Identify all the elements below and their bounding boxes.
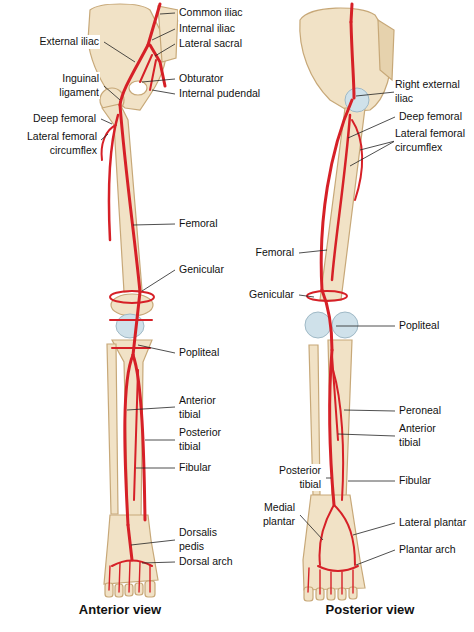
artery-label: Obturator (178, 72, 224, 86)
artery-label: Peroneal (398, 404, 442, 418)
artery-label: Plantar arch (398, 543, 457, 557)
view-caption: Posterior view (325, 602, 416, 619)
artery-label: Internal pudendal (178, 87, 261, 101)
artery-label: Posterior tibial (266, 464, 322, 491)
artery-label: Fibular (398, 474, 432, 488)
artery-label: Lateral plantar (398, 516, 467, 530)
artery-label: Genicular (248, 288, 295, 302)
artery-label: Anterior tibial (398, 422, 452, 449)
artery-label: Femoral (254, 246, 295, 260)
artery-label: Lateral femoral circumflex (394, 127, 470, 154)
artery-label: Common iliac (178, 6, 244, 20)
artery-label: Medial plantar (248, 501, 296, 528)
artery-label: Genicular (178, 263, 225, 277)
artery-label: Popliteal (398, 319, 440, 333)
artery-label: Internal iliac (178, 22, 236, 36)
artery-label: Fibular (178, 461, 212, 475)
artery-label: External iliac (38, 35, 100, 49)
artery-label: Femoral (178, 217, 219, 231)
artery-label: Lateral femoral circumflex (16, 130, 98, 157)
artery-label: Deep femoral (398, 110, 463, 124)
artery-label: Popliteal (178, 346, 220, 360)
artery-label: Deep femoral (32, 112, 97, 126)
artery-label: Anterior tibial (178, 394, 232, 421)
artery-label: Lateral sacral (178, 37, 243, 51)
artery-label: Right external iliac (394, 78, 470, 105)
artery-label: Inguinal ligament (46, 72, 100, 99)
artery-label: Posterior tibial (178, 426, 234, 453)
artery-label: Dorsal arch (178, 555, 234, 569)
view-caption: Anterior view (78, 602, 162, 619)
artery-label: Dorsalis pedis (178, 526, 230, 553)
